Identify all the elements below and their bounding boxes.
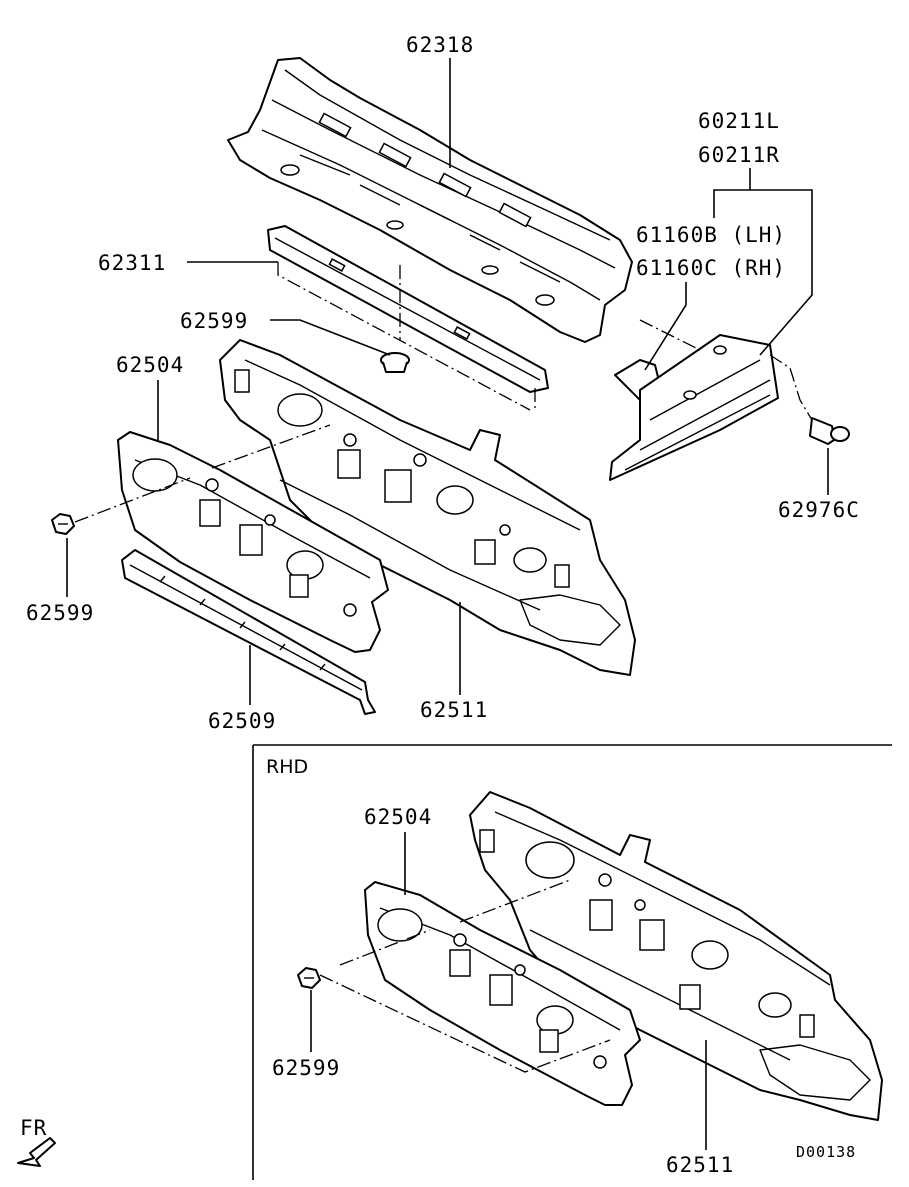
crossmember-62509 (121, 549, 376, 715)
cowl-seal-strip-62311 (267, 225, 549, 393)
dash-panel-62511-rhd (469, 791, 883, 1121)
front-direction-arrow-icon (17, 1137, 56, 1167)
label-62511-top: 62511 (420, 698, 488, 722)
cowl-top-panel-62318 (227, 57, 633, 343)
label-62511-rhd: 62511 (666, 1153, 734, 1177)
label-61160b-lh: 61160B (LH) (636, 223, 786, 247)
dash-panel-62511-top (219, 339, 636, 676)
assembly-lines-rhd (319, 879, 611, 1073)
bolt-62976c (809, 417, 850, 445)
label-62504-rhd: 62504 (364, 805, 432, 829)
dash-insulator-62504-rhd (364, 881, 641, 1106)
assembly-lines-top (74, 262, 813, 523)
leader-lines-top (66, 58, 829, 705)
label-60211l: 60211L (698, 109, 780, 133)
clip-62599-rhd (297, 967, 321, 989)
clip-62599-left (51, 513, 75, 535)
drawing-id: D00138 (796, 1143, 856, 1161)
label-rhd: RHD (266, 756, 308, 778)
label-62976c: 62976C (778, 498, 860, 522)
label-62318: 62318 (406, 33, 474, 57)
dash-insulator-62504-top (117, 431, 389, 653)
label-61160c-rh: 61160C (RH) (636, 256, 786, 280)
rhd-inset-frame (252, 744, 892, 1180)
label-60211r: 60211R (698, 143, 780, 167)
label-62504-top: 62504 (116, 353, 184, 377)
label-62599-rhd: 62599 (272, 1056, 340, 1080)
label-62509: 62509 (208, 709, 276, 733)
label-fr: FR (20, 1116, 47, 1140)
label-62599-top: 62599 (180, 309, 248, 333)
cowl-side-bracket-61160 (609, 334, 779, 481)
callout-labels: 62318 60211L 60211R 61160B (LH) 61160C (… (20, 33, 860, 1177)
label-62311: 62311 (98, 251, 166, 275)
leader-lines-rhd (310, 832, 707, 1150)
clip-62599-top (380, 352, 410, 373)
label-62599-left: 62599 (26, 601, 94, 625)
